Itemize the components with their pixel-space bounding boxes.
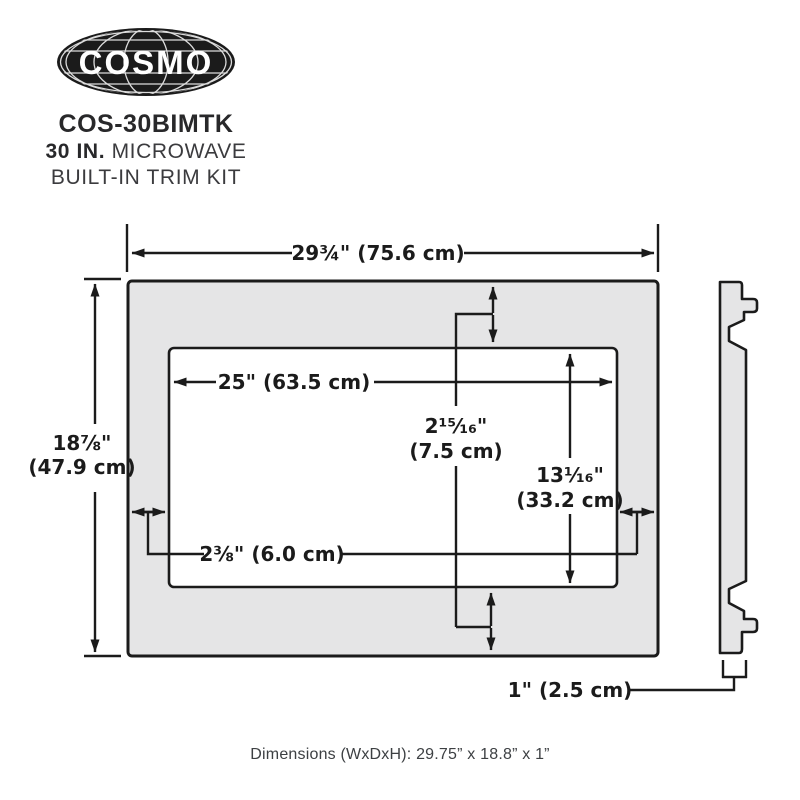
logo-wordmark: COSMO [79,44,214,81]
trim-side-profile [718,280,759,655]
cosmo-logo: COSMO [57,28,235,96]
label-outer-height-in: 18⅞" [53,431,112,455]
dim-depth [629,660,748,692]
label-top-offset-cm: (7.5 cm) [409,439,502,463]
label-outer-height-cm: (47.9 cm) [28,455,135,479]
dim-side-offset [131,507,655,556]
label-opening-width: 25" (63.5 cm) [218,370,371,394]
model-number: COS-30BIMTK [58,110,234,138]
label-opening-height-cm: (33.2 cm) [516,488,623,512]
dim-top-offset [454,286,498,651]
product-tagline-line2: BUILT-IN TRIM KIT [50,166,242,190]
dimensions-caption: Dimensions (WxDxH): 29.75” x 18.8” x 1” [250,746,550,763]
brand-block: COSMO COS-30BIMTK 30 IN. MICROWAVE BUILT… [38,18,254,189]
label-depth: 1" (2.5 cm) [508,678,633,702]
label-outer-width: 29¾" (75.6 cm) [291,241,464,265]
tagline-size: 30 IN. [45,140,106,163]
trim-frame-opening [167,346,619,589]
globe-grid-icon [59,30,233,94]
tagline-type: MICROWAVE [111,140,247,163]
label-opening-height-in: 13¹⁄₁₆" [536,463,604,487]
label-side-offset: 2⅜" (6.0 cm) [199,542,344,566]
product-tagline-line1: 30 IN. MICROWAVE [38,140,254,163]
label-top-offset-in: 2¹⁵⁄₁₆" [425,414,488,438]
dim-outer-height [84,277,121,658]
dim-outer-width [125,224,660,272]
